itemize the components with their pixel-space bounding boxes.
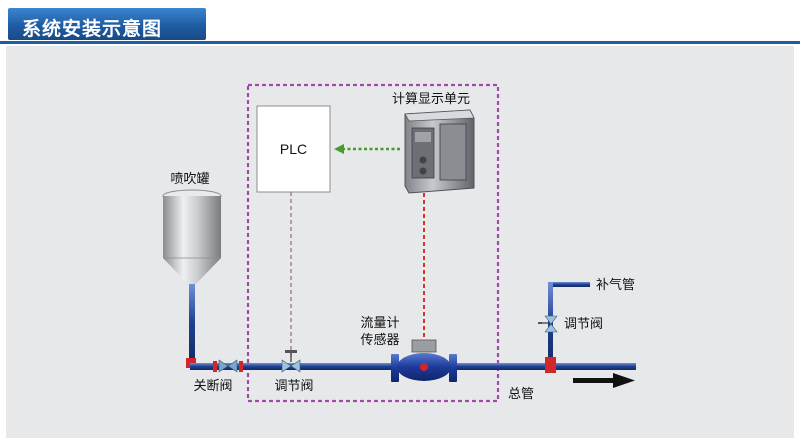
main-pipe-label: 总管 [508, 387, 534, 402]
tank-outlet-pipe [189, 284, 195, 362]
air-supply-pipe-horizontal [548, 282, 590, 287]
title-underline [0, 41, 800, 44]
tee-fitting [545, 357, 556, 373]
shutoff-valve [213, 359, 243, 373]
green-signal-arrowhead [334, 144, 344, 154]
control-boundary-dashed [246, 83, 500, 403]
regulating-valve-supply-label: 调节阀 [564, 317, 603, 332]
regulating-valve-main [281, 350, 301, 373]
flowmeter-sensor [391, 339, 457, 382]
air-supply-pipe-vertical [548, 282, 553, 366]
regulating-valve-main-label: 调节阀 [274, 379, 313, 394]
compute-unit-device [404, 109, 475, 194]
plc-label: PLC [280, 141, 307, 157]
flowmeter-label-line2: 传感器 [360, 332, 399, 348]
air-supply-pipe-label: 补气管 [596, 277, 635, 293]
title-banner [8, 8, 206, 40]
page-title: 系统安装示意图 [22, 18, 163, 40]
flow-direction-arrow [573, 373, 635, 388]
compute-unit-label: 计算显示单元 [392, 92, 470, 107]
shutoff-valve-label: 关断阀 [193, 379, 232, 394]
plc-box [256, 105, 331, 193]
flowmeter-label-line1: 流量计 [360, 316, 399, 331]
regulating-valve-supply [538, 315, 558, 333]
blow-tank [162, 189, 222, 284]
tank-label: 喷吹罐 [170, 172, 209, 187]
